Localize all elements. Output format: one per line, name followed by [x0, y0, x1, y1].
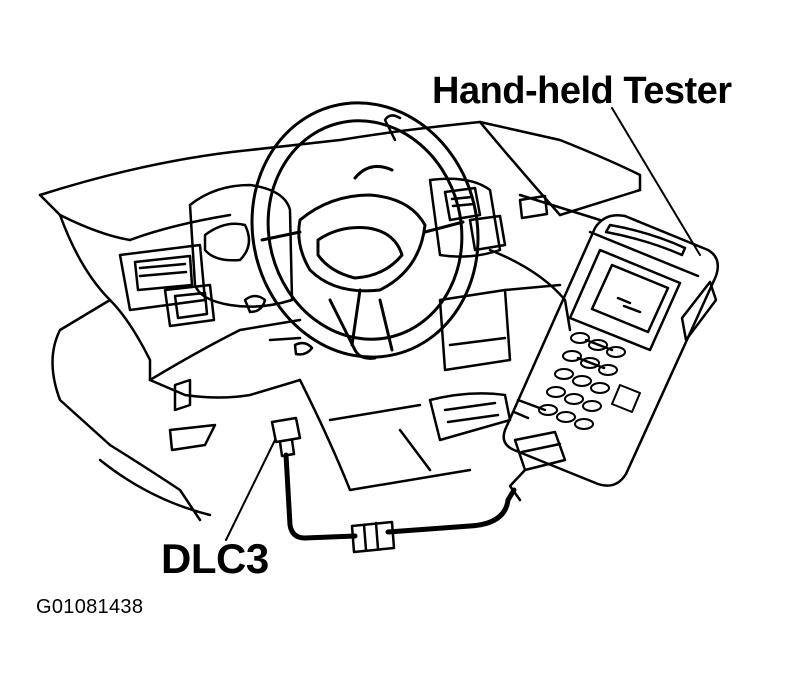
steering-wheel	[250, 101, 480, 360]
tester-keypad	[538, 332, 641, 430]
leader-lines	[225, 107, 701, 541]
hand-held-tester-label: Hand-held Tester	[432, 70, 732, 112]
tester-cable-plug	[508, 430, 567, 502]
cable-inline-module	[350, 520, 396, 554]
lower-dash	[51, 298, 472, 522]
center-console	[428, 177, 572, 442]
instrument-cluster	[118, 183, 294, 328]
tester-cable	[283, 452, 517, 541]
dlc3-connector	[270, 416, 302, 458]
dlc3-label: DLC3	[161, 535, 269, 582]
dashboard-outline	[38, 114, 642, 382]
figure-id-label: G01081438	[36, 596, 144, 618]
tester-body	[502, 214, 719, 487]
